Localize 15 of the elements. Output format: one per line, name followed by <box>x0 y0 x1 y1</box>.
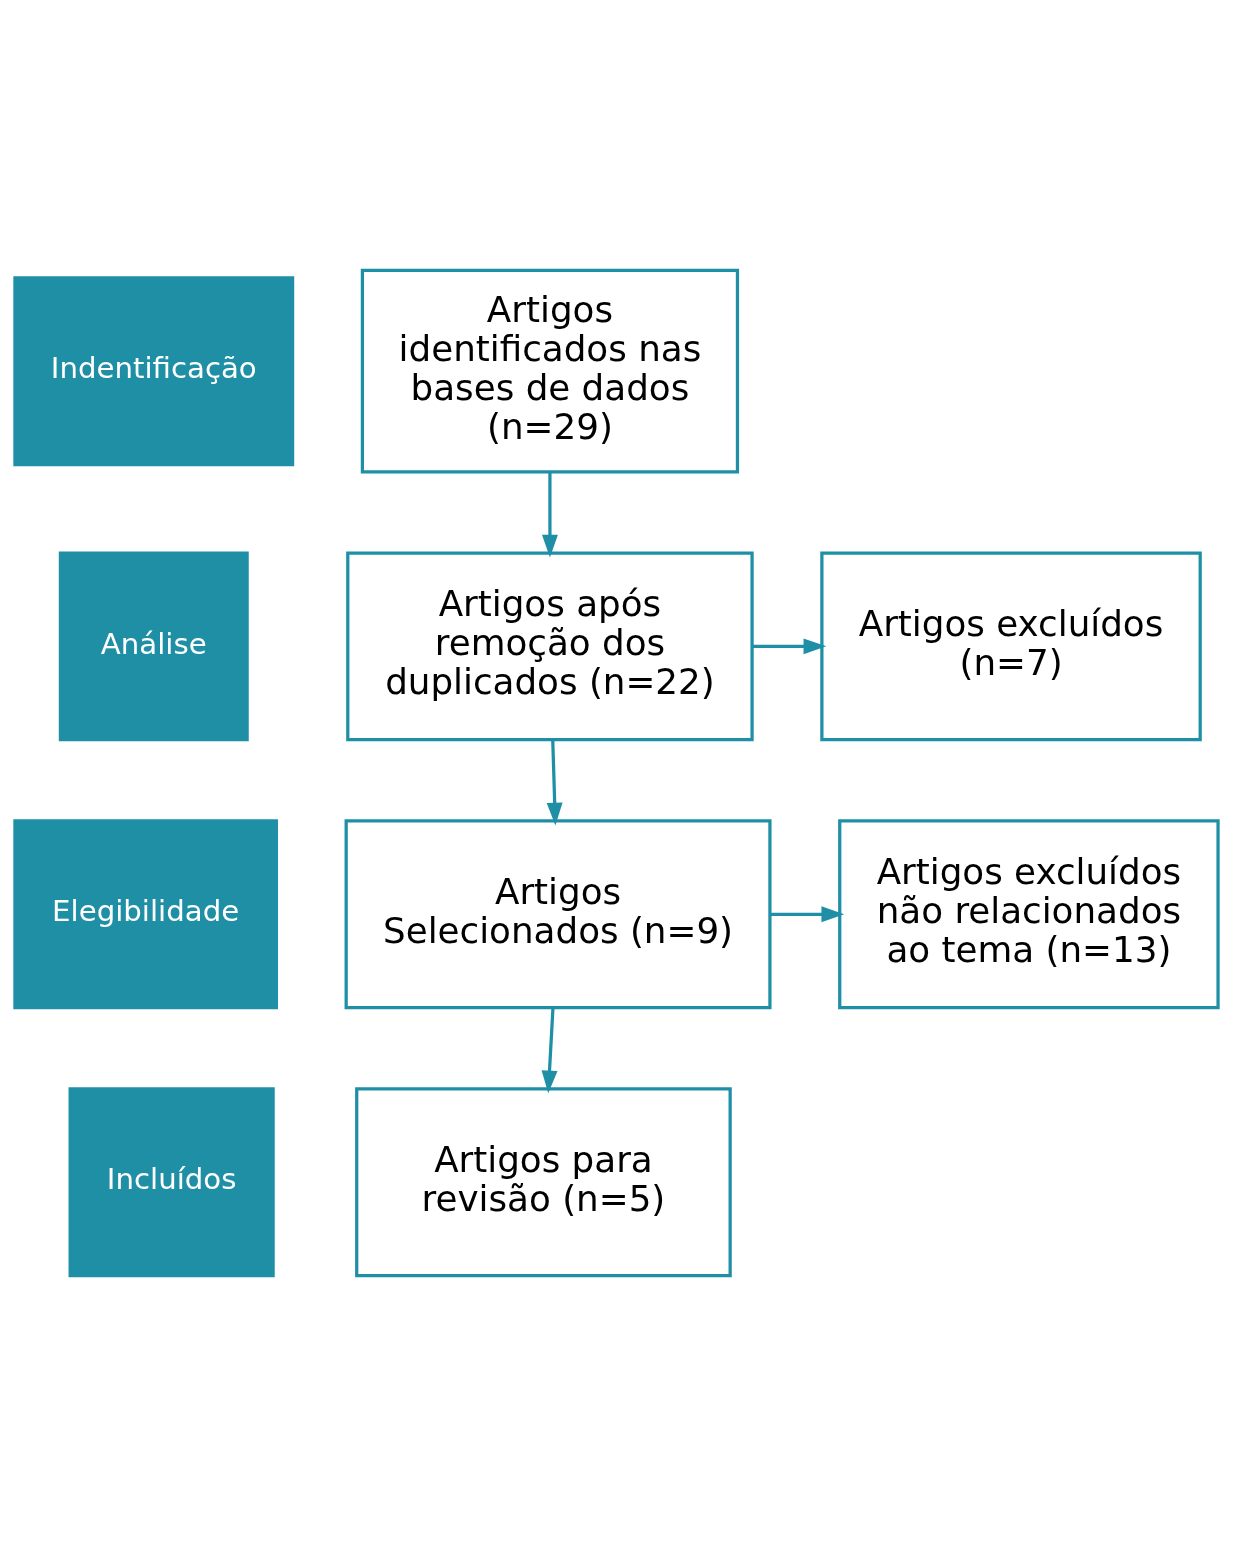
arrow <box>752 638 827 655</box>
node-box: Artigos excluídos não relacionados ao tema (n=13) <box>838 819 1220 1010</box>
node-box: Artigos para revisão (n=5) <box>355 1087 732 1278</box>
arrow <box>541 472 558 558</box>
arrow <box>770 906 845 923</box>
node-box: Análise <box>58 551 249 742</box>
arrow <box>546 739 563 826</box>
node-box: Elegibilidade <box>13 819 278 1010</box>
node-box: Indentificação <box>13 276 295 467</box>
node-box: Artigos excluídos (n=7) <box>820 551 1202 742</box>
arrow <box>541 1007 558 1094</box>
node-box: Artigos identificados nas bases de dados (n=29) <box>360 268 740 474</box>
node-box: Artigos Selecionados (n=9) <box>344 819 772 1010</box>
node-box: Artigos após remoção dos duplicados (n=22) <box>346 551 754 742</box>
node-box: Incluídos <box>68 1087 275 1278</box>
